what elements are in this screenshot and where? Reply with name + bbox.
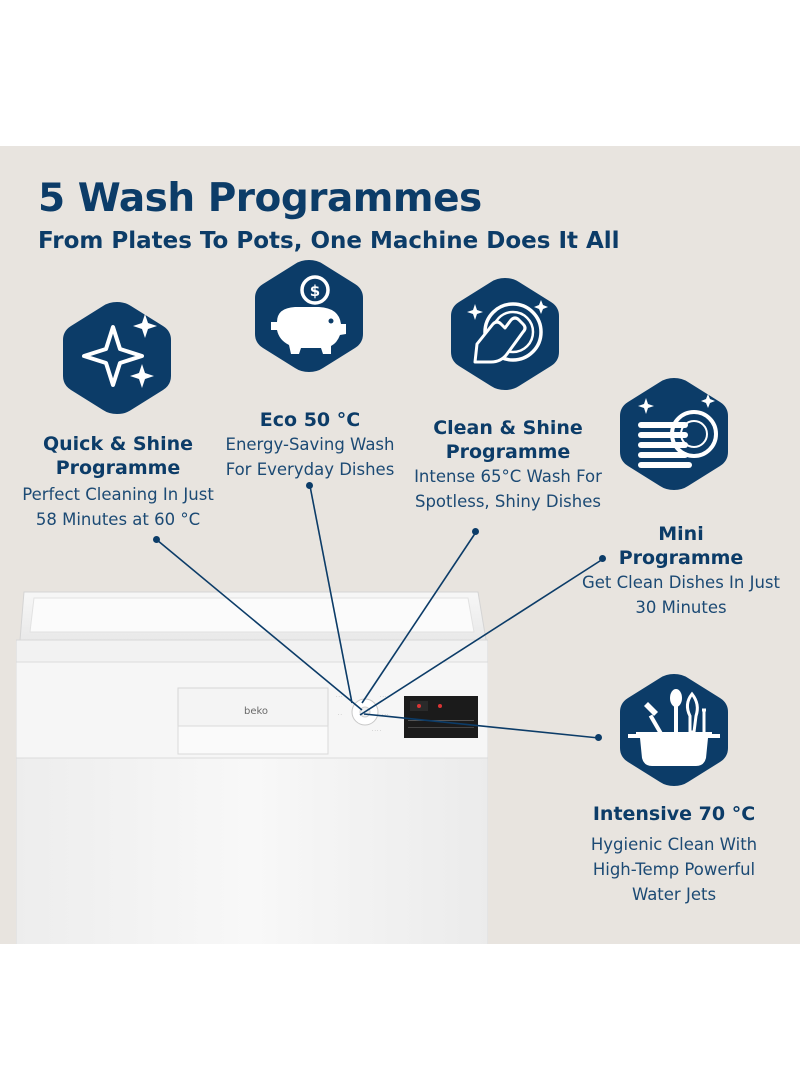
programme-description: Intense 65°C Wash For bbox=[414, 467, 602, 486]
programme-description: Perfect Cleaning In Just bbox=[22, 485, 214, 504]
svg-text:· ·: · · bbox=[338, 712, 342, 717]
eco-badge: $ bbox=[249, 256, 369, 376]
connector-lines bbox=[156, 485, 604, 739]
connector-mini bbox=[359, 558, 604, 716]
svg-text:· · ·: · · · bbox=[380, 694, 386, 699]
connector-dot bbox=[595, 734, 602, 741]
plate-stack-icon bbox=[620, 378, 728, 490]
programme-name: Intensive 70 °C bbox=[592, 803, 756, 825]
clean-shine-badge bbox=[445, 274, 565, 394]
hand-wipe-plate-icon bbox=[451, 278, 559, 390]
mini-badge bbox=[614, 374, 734, 494]
svg-text:· · ·: · · · bbox=[336, 694, 342, 699]
programme-description: Hygienic Clean With bbox=[590, 835, 758, 854]
connector-clean-shine bbox=[361, 531, 477, 704]
programme-description: For Everyday Dishes bbox=[225, 460, 395, 479]
programme-name: Programme bbox=[55, 457, 181, 479]
programme-description: Water Jets bbox=[631, 885, 717, 904]
clean-shine-label: Clean & Shine Programme Intense 65°C Was… bbox=[396, 416, 620, 514]
brand-logo: beko bbox=[244, 706, 268, 717]
programme-description: Spotless, Shiny Dishes bbox=[414, 492, 601, 511]
eco-label: Eco 50 °C Energy-Saving Wash For Everyda… bbox=[200, 408, 420, 482]
svg-text:$: $ bbox=[310, 282, 320, 300]
programme-description: Get Clean Dishes In Just bbox=[581, 573, 781, 592]
connector-dot bbox=[472, 528, 479, 535]
infographic-panel: 5 Wash Programmes From Plates To Pots, O… bbox=[0, 146, 800, 944]
page-subtitle: From Plates To Pots, One Machine Does It… bbox=[38, 228, 620, 254]
svg-text:· · ·: · · · bbox=[382, 712, 388, 717]
intensive-badge bbox=[614, 670, 734, 790]
connector-intensive bbox=[363, 713, 600, 739]
mini-label: Mini Programme Get Clean Dishes In Just … bbox=[566, 522, 796, 620]
programme-name: Eco 50 °C bbox=[259, 409, 361, 431]
quick-shine-label: Quick & Shine Programme Perfect Cleaning… bbox=[8, 432, 228, 532]
programme-name: Quick & Shine bbox=[42, 433, 194, 455]
programme-name: Clean & Shine bbox=[433, 417, 583, 439]
connector-dot bbox=[599, 555, 606, 562]
connector-dot bbox=[153, 536, 160, 543]
quick-shine-badge bbox=[57, 298, 177, 418]
page-title: 5 Wash Programmes bbox=[38, 176, 482, 221]
dishwasher-image: beko · · · · · · · · · · · · · · · bbox=[16, 591, 488, 944]
svg-text:· · · ·: · · · · bbox=[372, 728, 381, 733]
pot-utensils-icon bbox=[620, 674, 728, 786]
connector-quick-shine bbox=[156, 539, 363, 711]
programme-description: Energy-Saving Wash bbox=[225, 435, 395, 454]
programme-description: High-Temp Powerful bbox=[592, 860, 756, 879]
connector-eco bbox=[309, 485, 353, 704]
piggy-bank-icon: $ bbox=[255, 260, 363, 372]
programme-name: Programme bbox=[618, 547, 744, 569]
programme-name: Programme bbox=[445, 441, 571, 463]
connector-dot bbox=[306, 482, 313, 489]
programme-name: Mini bbox=[658, 523, 704, 545]
sparkle-icon bbox=[63, 302, 171, 414]
programme-description: 30 Minutes bbox=[635, 598, 727, 617]
programme-description: 58 Minutes at 60 °C bbox=[35, 510, 201, 529]
intensive-label: Intensive 70 °C Hygienic Clean With High… bbox=[564, 802, 784, 907]
